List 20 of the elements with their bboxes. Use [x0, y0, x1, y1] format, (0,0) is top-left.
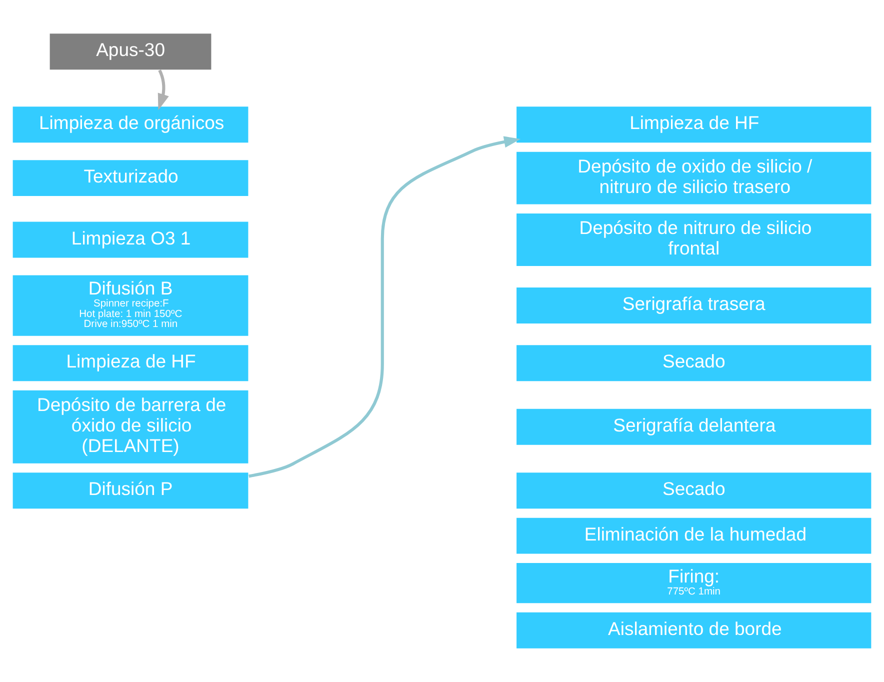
arrow: [248, 136, 521, 478]
node-box: Serigrafía trasera: [516, 286, 872, 325]
node-box: Serigrafía delantera: [516, 408, 872, 446]
node-box: Limpieza de orgánicos: [12, 106, 250, 144]
node-box: Difusión P: [12, 472, 250, 510]
node-box: Texturizado: [12, 159, 250, 198]
node-box: Limpieza de HF: [516, 106, 872, 144]
node-box: Limpieza de HF: [12, 344, 250, 382]
node-box: Secado: [516, 472, 872, 510]
node-box: Eliminación de la humedad: [516, 516, 872, 555]
node-box: Depósito de oxido de silicio / nitruro de silicio trasero: [516, 150, 872, 206]
node-box: Secado: [516, 344, 872, 382]
node-box: Depósito de nitruro de silicio frontal: [516, 212, 872, 267]
node-box: Limpieza O3 1: [12, 220, 250, 259]
node-box: Aislamiento de borde: [516, 611, 872, 650]
node-box: Difusión B Spinner recipe:F Hot plate: 1 min 150ºC Drive in:950ºC 1 min: [12, 274, 250, 337]
node-box: Depósito de barrera de óxido de silicio (DELANTE): [12, 389, 250, 464]
arrow: [158, 70, 169, 110]
node-box: Firing: 775ºC 1min: [516, 562, 872, 604]
node-box: Apus-30: [48, 32, 212, 71]
